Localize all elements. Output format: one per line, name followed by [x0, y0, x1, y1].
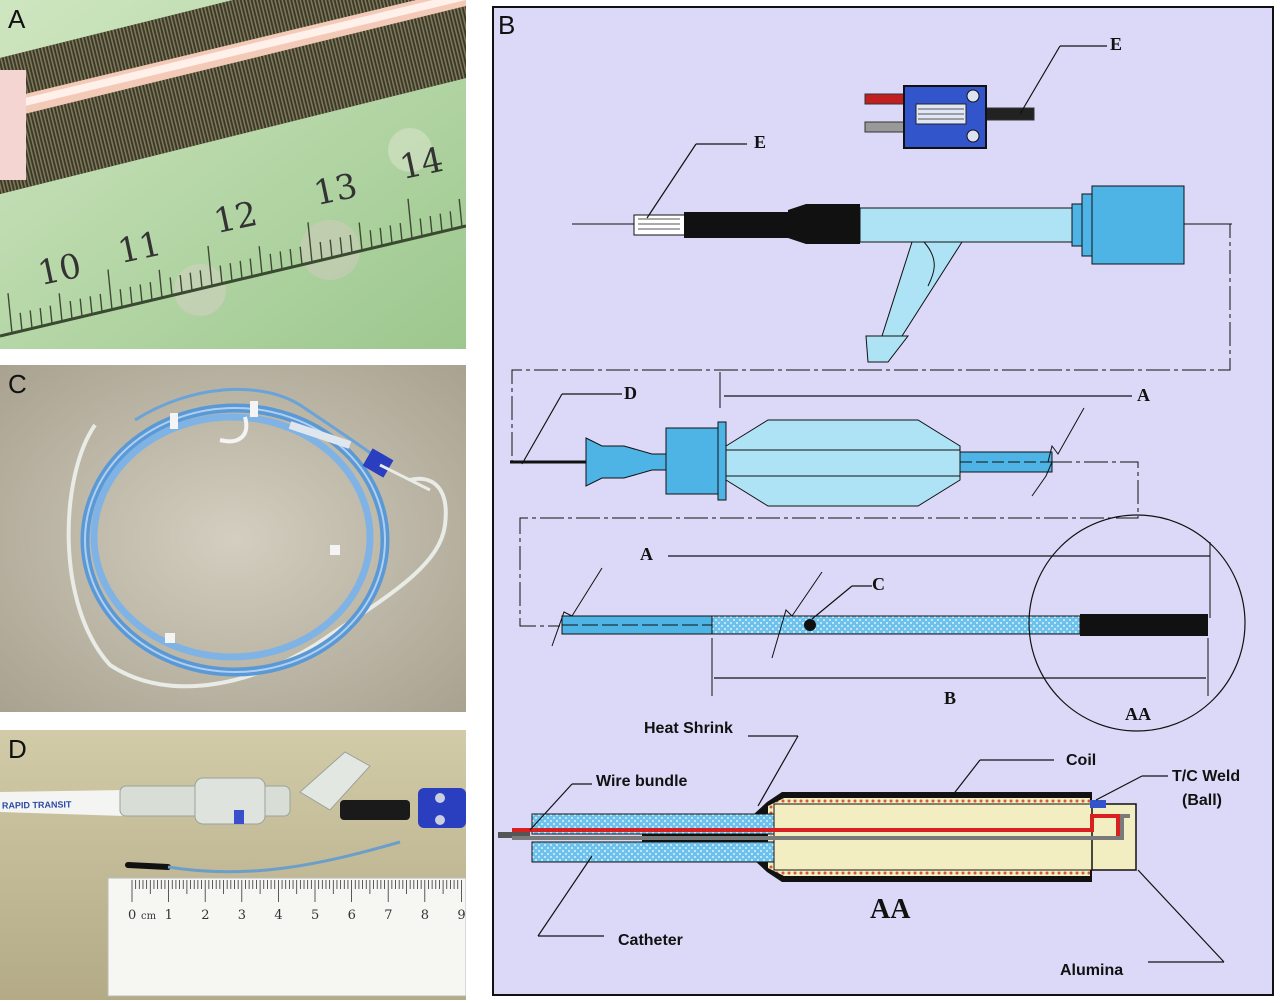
ruler-tick: [419, 218, 423, 237]
ruler-tick: [358, 222, 363, 251]
ruler-tick: [219, 265, 223, 284]
ruler-tick: [7, 293, 13, 334]
sleeve-text: RAPID TRANSIT: [1, 799, 72, 811]
label-d: D: [624, 383, 637, 403]
panel-b-label: B: [498, 10, 516, 40]
ruler-unit: cm: [141, 911, 157, 922]
ruler-tick: [258, 246, 263, 275]
callout-tc-weld-ball: (Ball): [1182, 792, 1222, 809]
ruler-tick: [199, 270, 203, 289]
catheter-loop-photo: [0, 365, 466, 712]
ruler-tick: [89, 296, 93, 315]
panel-b-diagram: B E E D A A C B AA AA Heat Shrink Coil W…: [492, 6, 1274, 996]
ruler-tick: [129, 286, 133, 305]
ruler-tick: [379, 227, 383, 246]
ruler-number: 9: [457, 908, 466, 923]
callout-catheter: Catheter: [618, 932, 683, 949]
ruler-tick: [307, 222, 313, 263]
coil-ruler-photo: [0, 0, 466, 349]
panel-d-label: D: [8, 734, 27, 764]
ruler-number: 4: [274, 908, 283, 923]
label-aa-detail: AA: [870, 894, 911, 925]
ruler-tick: [229, 263, 233, 282]
ruler-tick: [107, 269, 113, 310]
ruler-tick: [19, 312, 23, 331]
ruler-tick: [389, 225, 393, 244]
ruler-tick: [239, 260, 243, 279]
label-a-first: A: [1137, 385, 1150, 405]
callout-wire-bundle: Wire bundle: [596, 773, 688, 790]
ruler-tick: [349, 234, 353, 253]
ruler-tick: [149, 282, 153, 301]
ruler-tick: [299, 246, 303, 265]
ruler-tick: [399, 223, 403, 242]
label-c: C: [872, 574, 885, 594]
ruler-tick: [249, 258, 253, 277]
ruler-number: 8: [420, 908, 430, 923]
ruler-tick: [289, 249, 293, 268]
ruler-tick: [207, 245, 213, 287]
ruler-tick: [429, 215, 433, 235]
ruler-tick: [58, 293, 63, 322]
ruler-tick: [319, 241, 323, 261]
ruler-tick: [458, 198, 463, 228]
ruler-tick: [329, 239, 333, 258]
label-e-probe: E: [754, 132, 767, 152]
panel-c-label: C: [8, 369, 27, 399]
ruler-tick: [269, 253, 273, 272]
ruler-tick: [369, 230, 373, 249]
panel-a-label: A: [8, 4, 26, 34]
callout-coil: Coil: [1066, 752, 1097, 769]
ruler-tick: [339, 237, 343, 256]
label-e-connector: E: [1110, 34, 1123, 54]
callout-alumina: Alumina: [1060, 962, 1124, 979]
ruler-number: 2: [201, 908, 210, 923]
catheter-schematic: [492, 6, 1274, 996]
ruler-number: 1: [164, 908, 173, 923]
ruler-tick: [439, 213, 443, 232]
tip-detail-aa: [498, 735, 1225, 963]
thermocouple-connector: [864, 85, 1035, 149]
ruler-tick: [79, 298, 83, 317]
ruler-tick: [179, 274, 183, 294]
label-a-second: A: [640, 544, 653, 564]
ruler-tick: [119, 289, 123, 308]
label-aa-circle: AA: [1125, 704, 1151, 724]
ruler-number: 5: [311, 908, 320, 923]
panel-d-photo: D RAPID TRANSIT 0 1 2 3 4 5 6 7 8 9 cm: [0, 730, 466, 1000]
ruler-tick: [69, 300, 73, 320]
ruler-tick: [49, 305, 53, 324]
ruler-tick: [189, 272, 193, 291]
ruler-tick: [407, 198, 413, 239]
callout-tc-weld: T/C Weld: [1172, 768, 1241, 785]
ruler-tick: [139, 284, 143, 303]
ruler-tick: [449, 211, 453, 230]
label-b-dimension: B: [944, 688, 957, 708]
hub-ruler-photo: [0, 730, 466, 1000]
ruler-tick: [39, 308, 43, 327]
ruler-number: 0: [128, 908, 137, 923]
ruler-tick: [29, 310, 33, 329]
panel-a-photo: A 10 11 12 13 14: [0, 0, 466, 349]
ruler-number: 3: [237, 908, 247, 923]
ruler-tick: [279, 251, 283, 270]
ruler-number: 7: [384, 908, 393, 923]
panel-c-photo: C: [0, 365, 466, 712]
callout-heat-shrink: Heat Shrink: [644, 720, 733, 737]
ruler-tick: [158, 269, 163, 298]
ruler-tick: [169, 277, 173, 296]
ruler-tick: [99, 293, 103, 312]
ruler-number: 6: [347, 908, 356, 923]
